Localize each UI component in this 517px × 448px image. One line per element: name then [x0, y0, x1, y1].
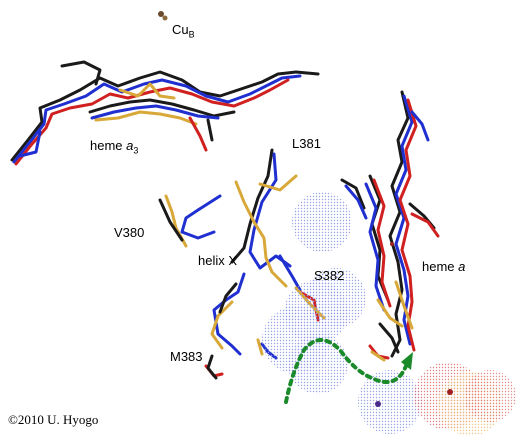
m383-label: M383 — [170, 349, 203, 364]
sphere-atoms — [375, 242, 453, 407]
copyright-notice: ©2010 U. Hyogo — [8, 412, 99, 427]
vdw-spheres — [262, 192, 516, 436]
water-channel-path — [284, 338, 413, 404]
heme-a3-structure — [10, 60, 320, 166]
helix-x-label: helix X — [198, 253, 238, 268]
heme-a-structure — [340, 90, 440, 362]
s382-label: S382 — [314, 268, 345, 283]
cub-label: CuB — [172, 22, 195, 40]
v380-label: V380 — [114, 225, 145, 240]
cub-atom — [158, 11, 168, 21]
l381-label: L381 — [292, 136, 321, 151]
heme-a-label: heme a — [422, 259, 466, 274]
helix-x-structure — [158, 148, 326, 380]
heme-a3-label: heme a3 — [90, 138, 139, 156]
